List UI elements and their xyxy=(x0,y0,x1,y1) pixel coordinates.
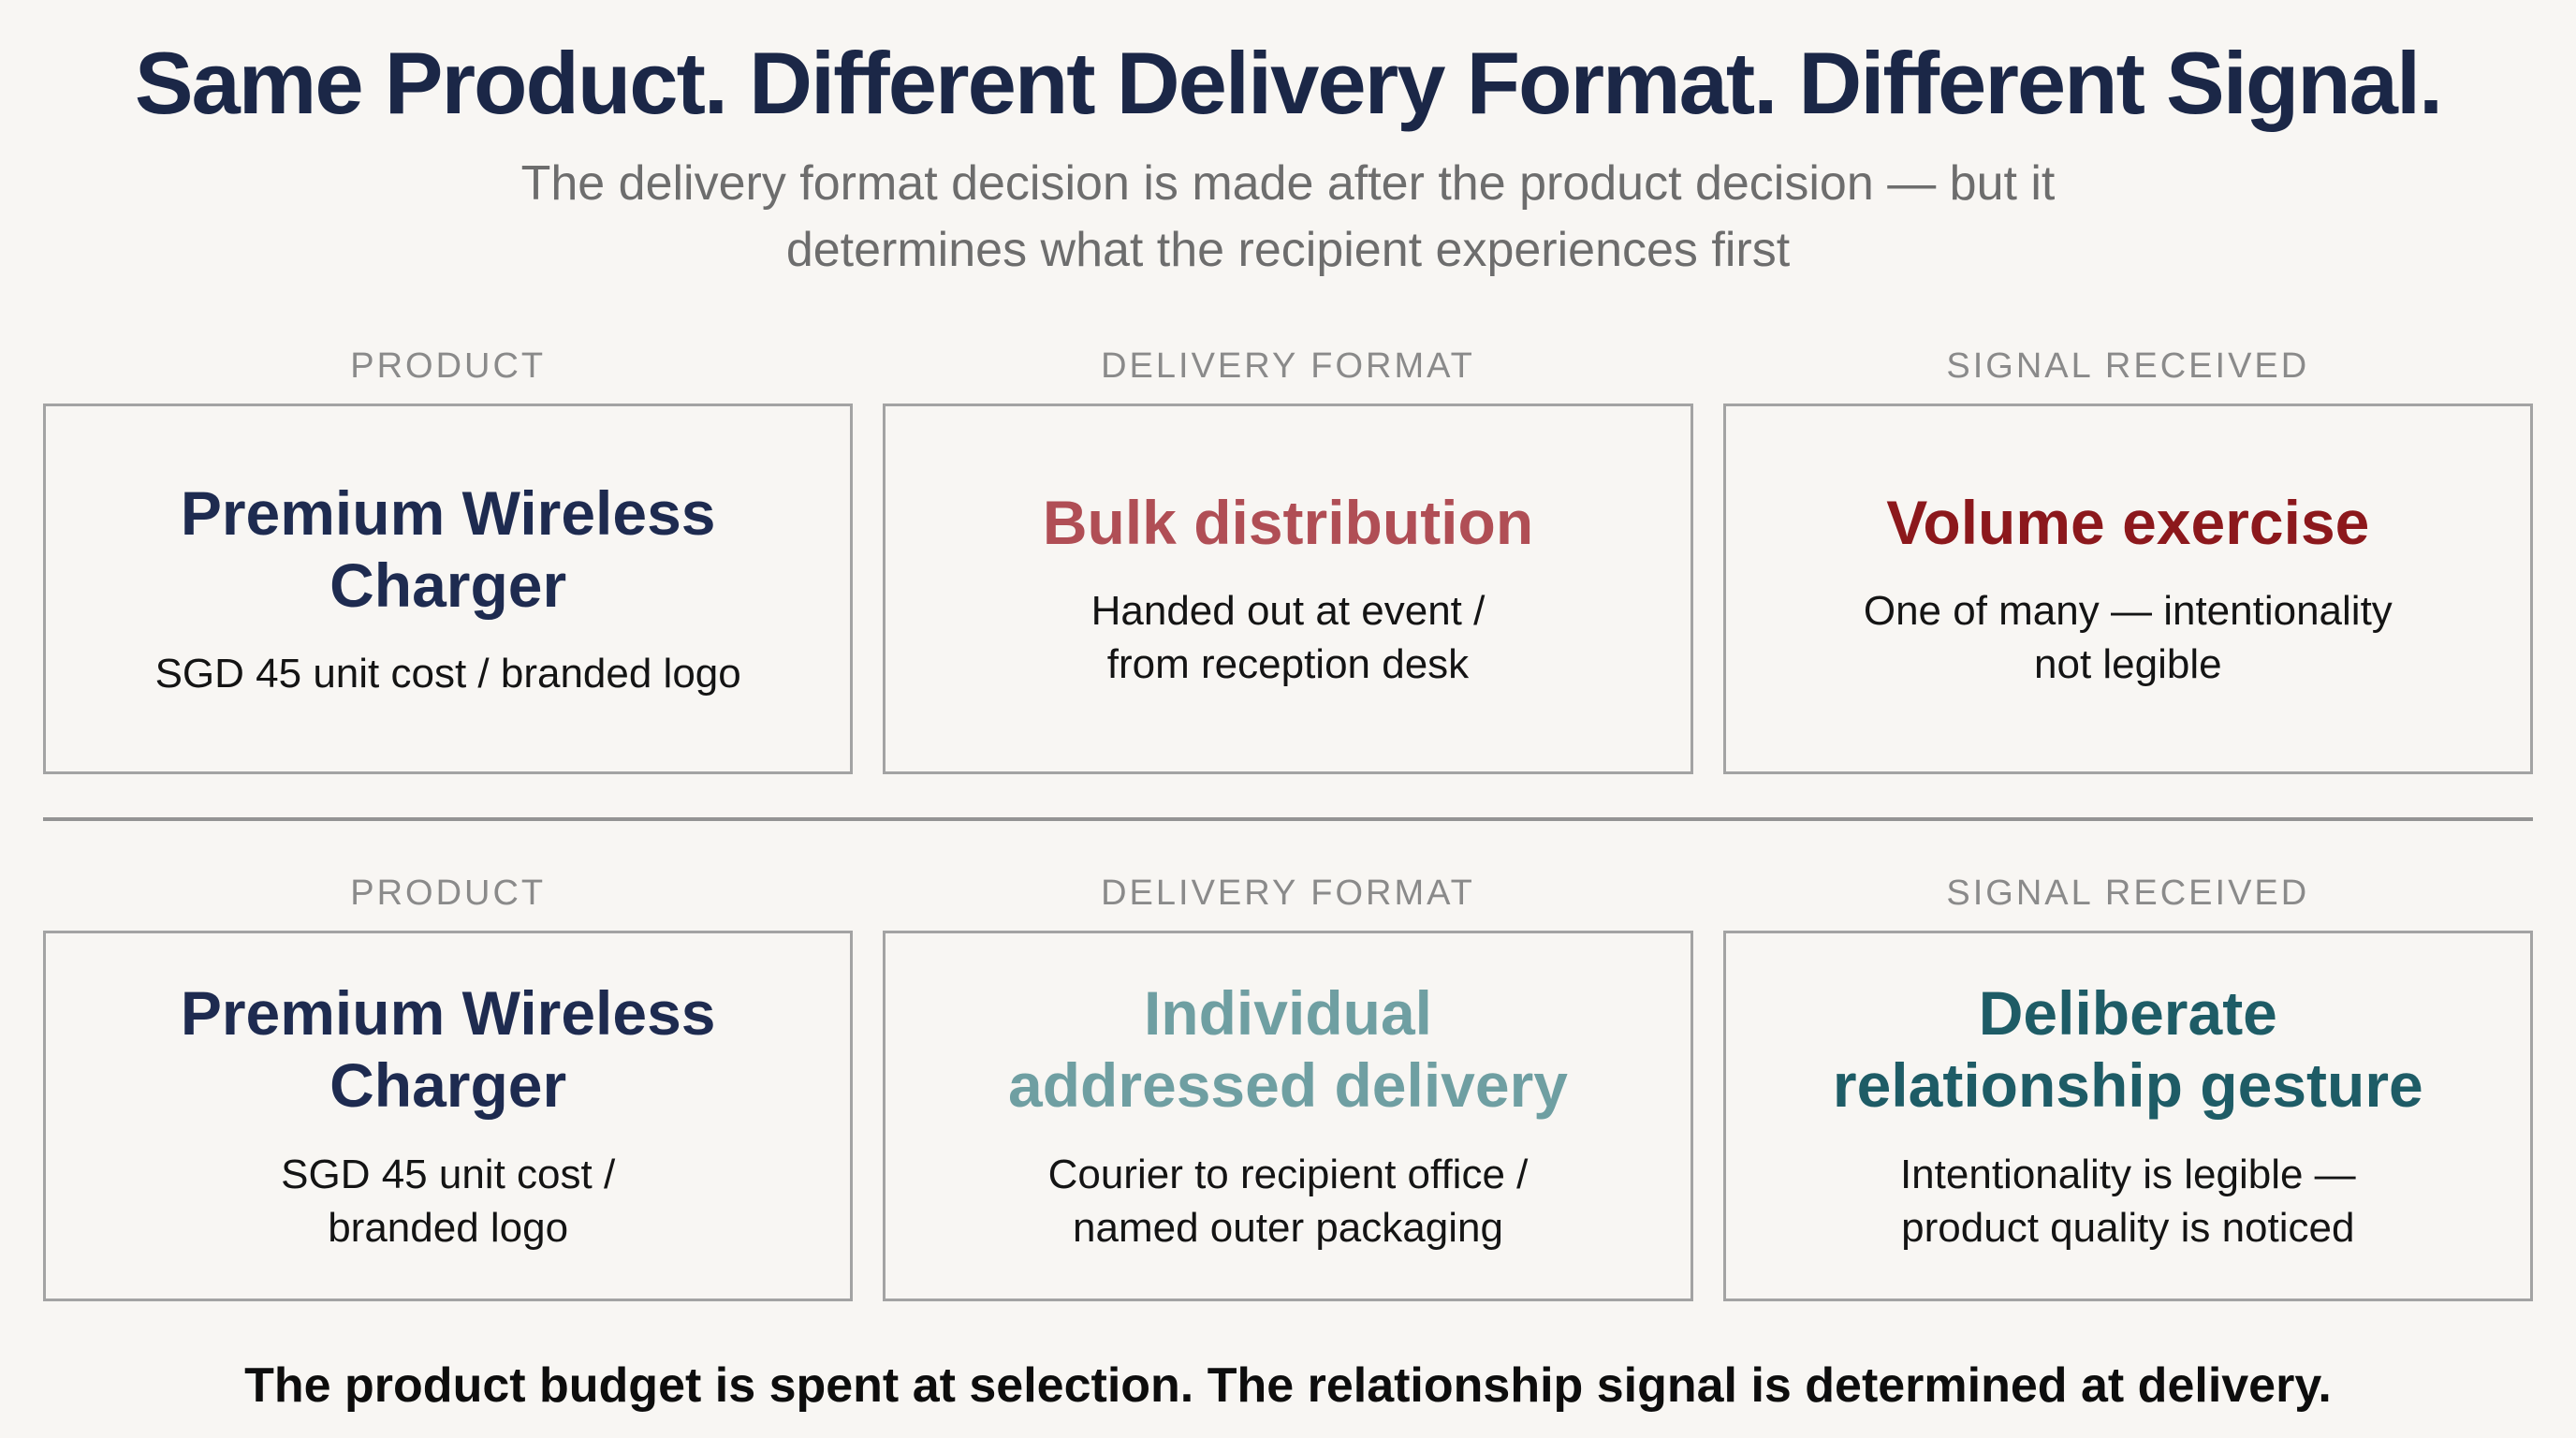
card-row-1: Premium Wireless Charger SGD 45 unit cos… xyxy=(43,404,2533,775)
card-body-volume-exercise: One of many — intentionality not legible xyxy=(1863,588,2393,688)
card-product-row1: Premium Wireless Charger SGD 45 unit cos… xyxy=(43,404,854,775)
page-title: Same Product. Different Delivery Format.… xyxy=(134,34,2443,132)
card-product-row2: Premium Wireless Charger SGD 45 unit cos… xyxy=(43,931,854,1302)
card-heading-bulk-distribution: Bulk distribution xyxy=(1042,487,1534,557)
takeaway-text: The product budget is spent at selection… xyxy=(244,1358,2332,1414)
column-header-signal-received-2: SIGNAL RECEIVED xyxy=(1946,873,2310,914)
column-header-product-2: PRODUCT xyxy=(350,873,547,914)
row-divider xyxy=(43,817,2533,822)
card-bulk-distribution: Bulk distribution Handed out at event / … xyxy=(883,404,1693,775)
card-body-individual-delivery: Courier to recipient office / named oute… xyxy=(1047,1151,1529,1251)
card-body-bulk-distribution: Handed out at event / from reception des… xyxy=(1090,588,1486,688)
card-body-product-row1: SGD 45 unit cost / branded logo xyxy=(154,651,741,697)
card-volume-exercise: Volume exercise One of many — intentiona… xyxy=(1722,404,2533,775)
column-header-signal-received: SIGNAL RECEIVED xyxy=(1946,346,2310,387)
card-body-deliberate-gesture: Intentionality is legible — product qual… xyxy=(1899,1151,2356,1251)
column-header-row-1: PRODUCT DELIVERY FORMAT SIGNAL RECEIVED xyxy=(43,346,2533,387)
column-header-row-2: PRODUCT DELIVERY FORMAT SIGNAL RECEIVED xyxy=(43,873,2533,914)
column-header-product: PRODUCT xyxy=(350,346,547,387)
comparison-row-2: PRODUCT DELIVERY FORMAT SIGNAL RECEIVED … xyxy=(43,873,2533,1302)
card-heading-product-row1: Premium Wireless Charger xyxy=(180,478,716,620)
card-heading-deliberate-gesture: Deliberate relationship gesture xyxy=(1832,978,2423,1120)
card-heading-volume-exercise: Volume exercise xyxy=(1886,487,2370,557)
card-body-product-row2: SGD 45 unit cost / branded logo xyxy=(281,1151,616,1251)
card-individual-delivery: Individual addressed delivery Courier to… xyxy=(883,931,1693,1302)
comparison-row-1: PRODUCT DELIVERY FORMAT SIGNAL RECEIVED … xyxy=(43,346,2533,775)
card-heading-product-row2: Premium Wireless Charger xyxy=(180,978,716,1120)
card-deliberate-gesture: Deliberate relationship gesture Intentio… xyxy=(1722,931,2533,1302)
column-header-delivery-format-2: DELIVERY FORMAT xyxy=(1101,873,1475,914)
card-row-2: Premium Wireless Charger SGD 45 unit cos… xyxy=(43,931,2533,1302)
page-subtitle: The delivery format decision is made aft… xyxy=(520,155,2056,278)
card-heading-individual-delivery: Individual addressed delivery xyxy=(1007,978,1568,1120)
column-header-delivery-format: DELIVERY FORMAT xyxy=(1101,346,1475,387)
